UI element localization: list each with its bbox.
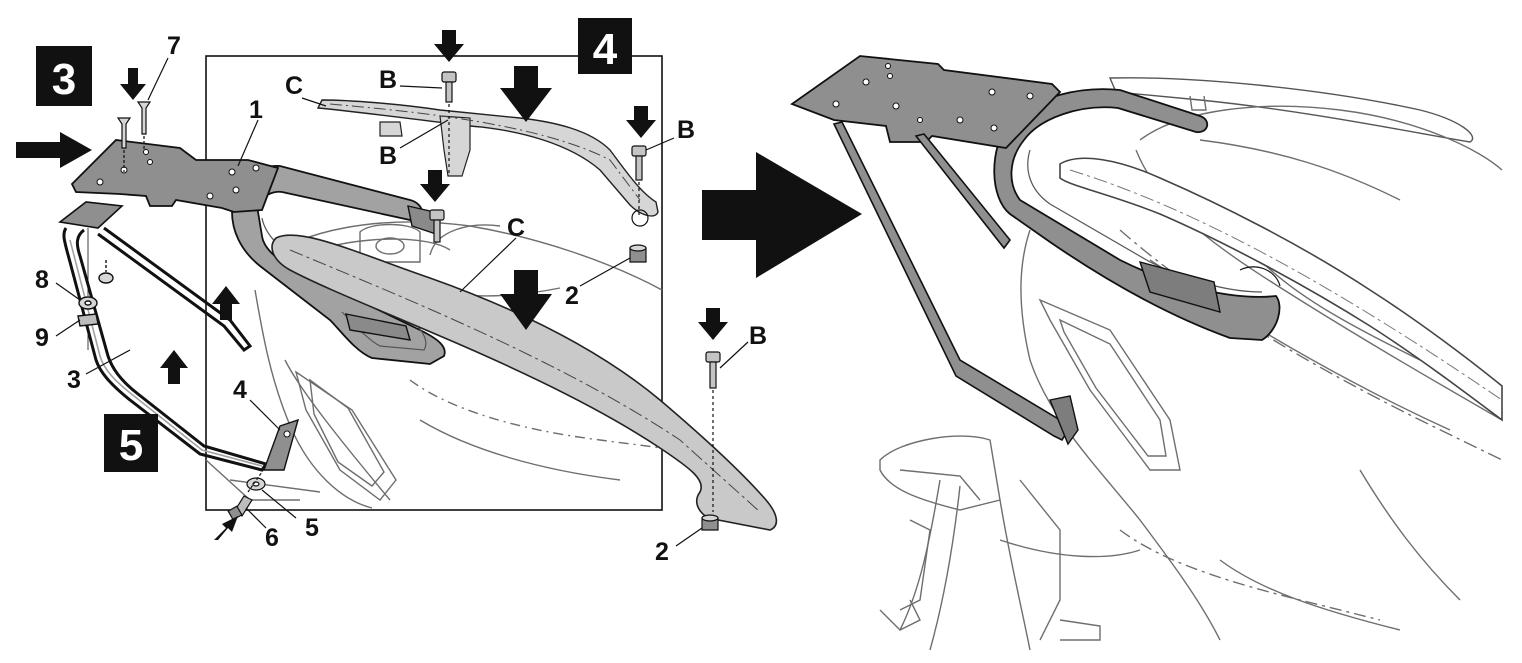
rail-lowered	[271, 234, 778, 531]
step-box-5	[104, 414, 158, 472]
step-number-4: 4	[593, 25, 618, 74]
part-label-5: 5	[305, 514, 319, 542]
arrow-up-icon	[212, 286, 240, 320]
part-label-b-lower: B	[749, 322, 767, 350]
top-plate-assembled	[790, 55, 1062, 149]
part-label-b-top: B	[379, 66, 397, 94]
arrow-right-icon	[16, 132, 92, 168]
side-bracket-rod	[62, 226, 269, 472]
side-rod-assembled	[832, 121, 1069, 442]
arrow-up-icon	[160, 350, 188, 384]
rail-ghost-stem	[379, 115, 471, 177]
rack-clamp-assembled	[1138, 260, 1221, 313]
arrow-down-icon	[120, 68, 146, 100]
part-label-6: 6	[265, 524, 279, 552]
bolts-b	[429, 71, 721, 512]
scooter-body-assembled	[879, 77, 1503, 651]
hardware-left	[77, 228, 114, 350]
part-label-c-top: C	[285, 72, 303, 100]
step-number-3: 3	[52, 55, 76, 104]
panel-assembled	[790, 55, 1503, 651]
screws-7	[116, 101, 152, 172]
part-label-7: 7	[167, 32, 181, 60]
arrow-down-icon	[500, 270, 552, 330]
rack-frame-assembled-inner	[1027, 149, 1263, 293]
direction-arrows	[16, 30, 862, 540]
plate-holes	[96, 149, 260, 200]
step-box-4	[578, 18, 632, 74]
rail-assembled-dash	[1069, 169, 1503, 401]
bolt-6	[227, 471, 266, 521]
plate-holes-assembled	[832, 63, 1034, 132]
part-label-b-mid: B	[379, 142, 397, 170]
part-label-2-lower: 2	[655, 538, 669, 566]
spacers-2	[629, 209, 719, 531]
bracket-foot-4	[263, 418, 300, 471]
top-plate-1	[70, 139, 280, 213]
part-label-4: 4	[233, 376, 247, 404]
arrow-down-icon	[626, 106, 656, 138]
part-label-9: 9	[35, 324, 49, 352]
part-label-1: 1	[249, 96, 263, 124]
part-label-c-mid: C	[507, 214, 525, 242]
arrow-diag-icon	[214, 516, 238, 540]
arrow-big-right-icon	[702, 152, 862, 278]
part-label-3: 3	[67, 366, 81, 394]
side-bracket-rod-inner	[69, 239, 263, 467]
rack-clamp-1	[345, 313, 411, 341]
step4-frame	[205, 55, 663, 511]
rail-assembled	[1059, 157, 1503, 422]
part-label-2-upper: 2	[565, 282, 579, 310]
step-number-5: 5	[119, 421, 143, 470]
rail-lowered-dash	[289, 249, 761, 513]
step-box-3	[36, 46, 92, 106]
arrow-down-icon	[420, 170, 450, 202]
side-bracket-3	[58, 201, 124, 229]
part-label-b-right: B	[677, 116, 695, 144]
arrow-down-icon	[434, 30, 464, 62]
rail-ghost-dash	[329, 103, 641, 201]
panel-exploded	[58, 55, 778, 531]
arrow-down-icon	[698, 308, 728, 340]
arrow-down-icon	[500, 66, 552, 122]
part-label-8: 8	[35, 266, 49, 294]
leader-lines	[55, 57, 749, 547]
